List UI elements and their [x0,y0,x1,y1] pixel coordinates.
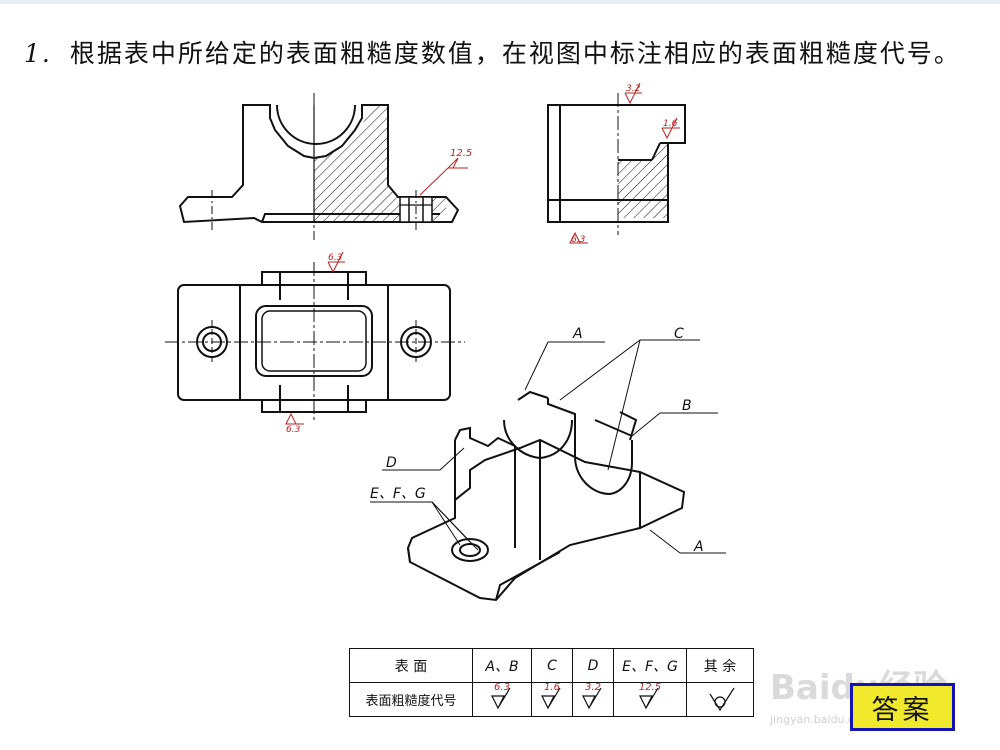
problem-title: 1. 根据表中所给定的表面粗糙度数值，在视图中标注相应的表面粗糙度代号。 [24,34,961,70]
top-border [0,0,1000,4]
front-view [178,93,468,240]
table-header-surface: 表 面 [349,648,473,683]
table-cell-d: D [572,648,614,683]
side-bottom-roughness-label: 6.3 [571,235,586,245]
side-top-roughness-label: 3.2 [626,84,641,94]
roughness-symbol-icon [582,687,602,709]
roughness-value-c: 1.6 [544,681,560,693]
iso-label-d: D [386,455,397,471]
table-cell-other: 其 余 [686,648,754,683]
problem-text: 根据表中所给定的表面粗糙度数值，在视图中标注相应的表面粗糙度代号。 [69,39,961,68]
answer-button[interactable]: 答案 [850,683,955,731]
roughness-symbol-icon [541,687,561,709]
iso-label-a-bottom: A [693,539,704,555]
iso-label-efg: E、F、G [370,486,426,502]
top-view [165,251,465,425]
table-row: 表 面 A、B C D E、F、G 其 余 [349,648,754,683]
top-view-bottom-roughness-label: 6.3 [286,425,301,435]
front-roughness-label: 12.5 [450,148,472,159]
iso-label-b: B [682,398,692,414]
table-symbol-other [686,682,754,717]
top-view-top-roughness-label: 6.3 [328,253,343,263]
table-symbol-efg: 12.5 [613,681,687,717]
roughness-symbol-icon [491,687,511,709]
iso-label-c: C [674,326,684,342]
table-cell-ab: A、B [472,648,532,683]
table-cell-efg: E、F、G [613,648,687,683]
problem-number: 1. [24,39,52,68]
roughness-symbol-icon [639,687,659,709]
table-row: 表面粗糙度代号 6.3 1.6 3.2 12.5 [349,681,754,717]
iso-label-a-top: A [572,326,583,342]
side-view [547,82,686,244]
roughness-value-d: 3.2 [585,681,601,693]
roughness-value-ab: 6.3 [494,681,510,693]
side-right-roughness-label: 1.6 [663,119,678,129]
roughness-value-efg: 12.5 [638,681,662,693]
roughness-table: 表 面 A、B C D E、F、G 其 余 表面粗糙度代号 6.3 1.6 3.… [349,648,754,717]
table-symbol-c: 1.6 [531,681,573,717]
isometric-view [370,339,726,602]
table-symbol-ab: 6.3 [472,681,532,717]
watermark-url: jingyan.baidu.com [770,713,872,726]
table-symbol-d: 3.2 [572,681,614,717]
table-cell-c: C [531,648,573,683]
table-header-symbol: 表面粗糙度代号 [349,682,473,717]
machined-surface-not-required-icon [709,687,735,711]
